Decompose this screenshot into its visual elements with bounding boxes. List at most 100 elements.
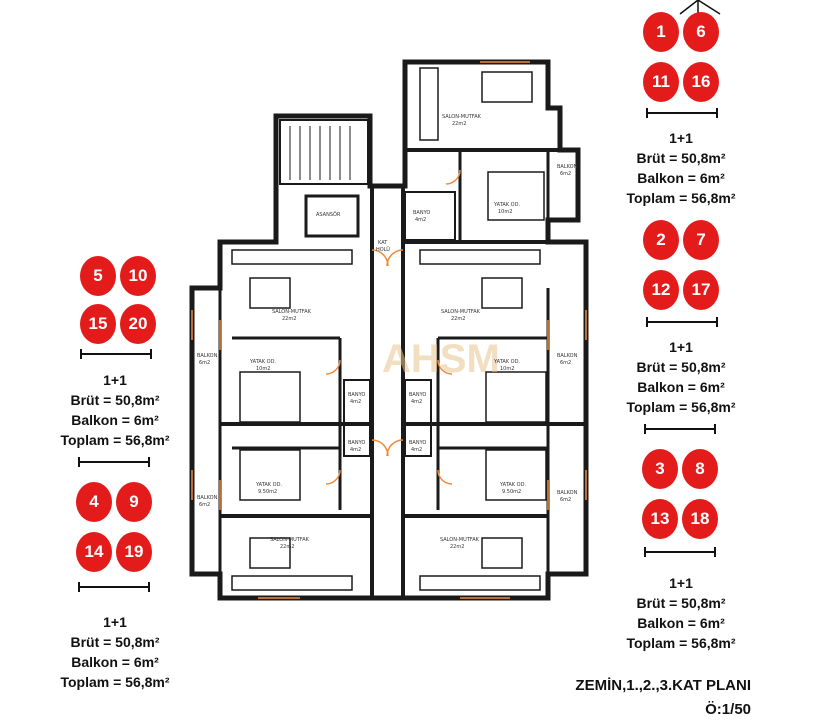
- plan-scale: Ö:1/50: [705, 701, 751, 718]
- scale-rule: [644, 547, 716, 557]
- label-area-6-1: 6m2: [560, 171, 571, 177]
- label-salon-mutfak-4: SALON-MUTFAK: [270, 537, 310, 543]
- label-yatak-3: YATAK OD.: [493, 359, 520, 365]
- unit-badge: 6: [683, 12, 719, 52]
- unit-info-right-middle: 1+1 Brüt = 50,8m² Balkon = 6m² Toplam = …: [606, 337, 756, 417]
- label-banyo-1: BANYO: [413, 210, 430, 216]
- label-kat-holu-2: HOLÜ: [376, 246, 390, 253]
- unit-type: 1+1: [669, 339, 693, 355]
- label-banyo-4: BANYO: [348, 440, 365, 446]
- unit-type: 1+1: [669, 130, 693, 146]
- label-asansor: ASANSÖR: [316, 211, 341, 218]
- label-area-22-4: 22m2: [280, 544, 294, 550]
- unit-type: 1+1: [103, 372, 127, 388]
- unit-balkon: Balkon = 6m²: [637, 615, 725, 631]
- label-kat-holu-1: KAT: [378, 240, 388, 246]
- unit-brut: Brüt = 50,8m²: [636, 150, 726, 166]
- unit-type: 1+1: [103, 614, 127, 630]
- label-yatak-1: YATAK OD.: [493, 202, 520, 208]
- unit-badge: 12: [643, 270, 679, 310]
- label-area-4-3: 4m2: [411, 399, 422, 405]
- unit-balkon: Balkon = 6m²: [637, 379, 725, 395]
- unit-badge: 19: [116, 532, 152, 572]
- label-banyo-2: BANYO: [348, 392, 365, 398]
- unit-info-right-top: 1+1 Brüt = 50,8m² Balkon = 6m² Toplam = …: [606, 128, 756, 208]
- scale-rule: [78, 582, 150, 592]
- label-area-10-2: 10m2: [256, 366, 270, 372]
- label-balkon-1: BALKON: [557, 164, 578, 170]
- label-balkon-2: BALKON: [197, 353, 218, 359]
- label-area-22-5: 22m2: [450, 544, 464, 550]
- unit-toplam: Toplam = 56,8m²: [626, 190, 736, 206]
- unit-brut: Brüt = 50,8m²: [70, 392, 160, 408]
- label-area-22-3: 22m2: [451, 316, 465, 322]
- unit-badge: 9: [116, 482, 152, 522]
- unit-badge: 2: [643, 220, 679, 260]
- plan-title: ZEMİN,1.,2.,3.KAT PLANI: [575, 677, 751, 694]
- label-area-4-4: 4m2: [350, 447, 361, 453]
- unit-balkon: Balkon = 6m²: [637, 170, 725, 186]
- unit-badge: 15: [80, 304, 116, 344]
- label-yatak-5: YATAK OD.: [499, 482, 526, 488]
- unit-badge: 3: [642, 449, 678, 489]
- unit-badge: 7: [683, 220, 719, 260]
- unit-info-right-bottom: 1+1 Brüt = 50,8m² Balkon = 6m² Toplam = …: [606, 573, 756, 653]
- label-banyo-3: BANYO: [409, 392, 426, 398]
- unit-toplam: Toplam = 56,8m²: [626, 399, 736, 415]
- label-salon-mutfak-2: SALON-MUTFAK: [272, 309, 312, 315]
- unit-brut: Brüt = 50,8m²: [636, 595, 726, 611]
- unit-toplam: Toplam = 56,8m²: [60, 432, 170, 448]
- unit-badge: 17: [683, 270, 719, 310]
- unit-badge: 18: [682, 499, 718, 539]
- label-area-950-2: 9.50m2: [502, 489, 521, 495]
- unit-badge: 16: [683, 62, 719, 102]
- unit-badge: 11: [643, 62, 679, 102]
- label-balkon-4: BALKON: [197, 495, 218, 501]
- unit-type: 1+1: [669, 575, 693, 591]
- unit-brut: Brüt = 50,8m²: [70, 634, 160, 650]
- label-area-4-1: 4m2: [415, 217, 426, 223]
- label-balkon-5: BALKON: [557, 490, 578, 496]
- label-area-10-3: 10m2: [500, 366, 514, 372]
- label-area-6-4: 6m2: [199, 502, 210, 508]
- unit-badge: 13: [642, 499, 678, 539]
- label-salon-mutfak-3: SALON-MUTFAK: [441, 309, 481, 315]
- label-area-22-2: 22m2: [282, 316, 296, 322]
- label-area-950-1: 9.50m2: [258, 489, 277, 495]
- label-area-6-3: 6m2: [560, 360, 571, 366]
- unit-badge: 1: [643, 12, 679, 52]
- unit-info-left-bottom: 1+1 Brüt = 50,8m² Balkon = 6m² Toplam = …: [40, 612, 190, 692]
- unit-balkon: Balkon = 6m²: [71, 412, 159, 428]
- label-area-6-5: 6m2: [560, 497, 571, 503]
- label-area-4-2: 4m2: [350, 399, 361, 405]
- unit-info-left-top: 1+1 Brüt = 50,8m² Balkon = 6m² Toplam = …: [40, 370, 190, 450]
- unit-badge: 20: [120, 304, 156, 344]
- label-banyo-5: BANYO: [409, 440, 426, 446]
- label-yatak-4: YATAK OD.: [255, 482, 282, 488]
- unit-badge: 8: [682, 449, 718, 489]
- unit-badge: 14: [76, 532, 112, 572]
- label-area-6-2: 6m2: [199, 360, 210, 366]
- north-arrow-icon: [679, 0, 721, 15]
- unit-brut: Brüt = 50,8m²: [636, 359, 726, 375]
- plan-title-block: ZEMİN,1.,2.,3.KAT PLANI Ö:1/50: [575, 674, 751, 722]
- unit-toplam: Toplam = 56,8m²: [626, 635, 736, 651]
- label-area-4-5: 4m2: [411, 447, 422, 453]
- scale-rule: [80, 349, 152, 359]
- unit-badge: 10: [120, 256, 156, 296]
- label-area-10-1: 10m2: [498, 209, 512, 215]
- label-area-22-1: 22m2: [452, 121, 466, 127]
- label-balkon-3: BALKON: [557, 353, 578, 359]
- scale-rule: [646, 108, 718, 118]
- label-salon-mutfak-1: SALON-MUTFAK: [442, 114, 482, 120]
- scale-rule: [644, 424, 716, 434]
- unit-badge: 5: [80, 256, 116, 296]
- unit-toplam: Toplam = 56,8m²: [60, 674, 170, 690]
- watermark-text: AHSM: [382, 337, 500, 381]
- scale-rule: [646, 317, 718, 327]
- scale-rule: [78, 457, 150, 467]
- unit-balkon: Balkon = 6m²: [71, 654, 159, 670]
- unit-badge: 4: [76, 482, 112, 522]
- label-salon-mutfak-5: SALON-MUTFAK: [440, 537, 480, 543]
